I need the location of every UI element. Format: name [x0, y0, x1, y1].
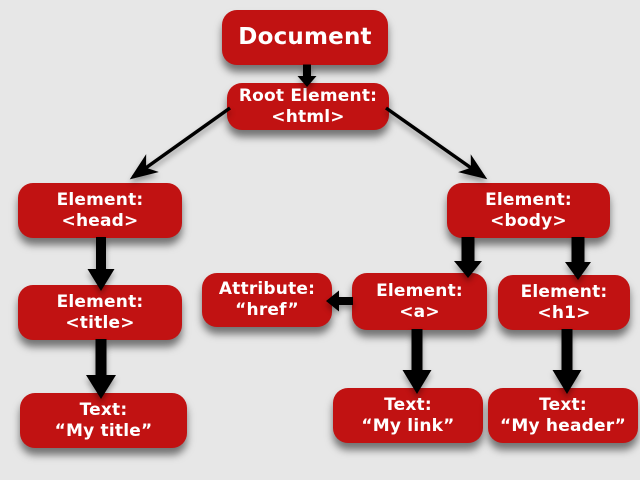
arrow-h1-to-text-header [552, 329, 582, 394]
node-label-line2: “href” [235, 300, 299, 320]
node-label-line2: “My link” [361, 415, 455, 436]
node-document: Document [222, 10, 388, 65]
node-text-my-title: Text: “My title” [20, 393, 187, 448]
node-root-element-html: Root Element: <html> [227, 83, 389, 130]
node-element-head: Element: <head> [18, 183, 182, 238]
node-label: Document [238, 24, 372, 50]
node-label-line1: Element: [485, 189, 572, 210]
arrow-a-to-text-link [402, 329, 432, 394]
node-element-h1: Element: <h1> [498, 275, 630, 330]
node-label-line2: <title> [65, 312, 135, 333]
node-label-line2: <a> [399, 301, 440, 322]
node-element-body: Element: <body> [447, 183, 610, 238]
arrow-body-to-h1 [565, 237, 591, 280]
node-label-line2: “My header” [500, 415, 626, 436]
arrow-body-to-a [454, 237, 482, 278]
node-label-line2: <body> [490, 210, 567, 231]
node-label-line1: Text: [384, 394, 432, 415]
node-label-line1: Attribute: [218, 279, 316, 299]
node-label-line2: “My title” [54, 420, 153, 441]
node-label-line1: Element: [520, 281, 608, 302]
node-label-line1: Element: [56, 291, 144, 312]
node-label-line2: <html> [271, 106, 345, 127]
arrow-title-to-text-title [86, 339, 116, 399]
arrow-root-to-head [129, 106, 232, 180]
node-label-line1: Element: [56, 189, 144, 210]
node-attribute-href: Attribute: “href” [202, 273, 332, 327]
arrow-root-to-body [384, 106, 488, 180]
node-label-line1: Text: [539, 394, 587, 415]
node-label-line2: <h1> [537, 302, 591, 323]
node-text-my-link: Text: “My link” [333, 388, 483, 443]
node-label-line1: Root Element: [238, 85, 378, 106]
node-element-a: Element: <a> [352, 273, 487, 330]
node-element-title: Element: <title> [18, 285, 182, 340]
node-label-line1: Text: [79, 399, 128, 420]
node-text-my-header: Text: “My header” [488, 388, 638, 443]
arrow-head-to-title [87, 237, 115, 291]
node-label-line1: Element: [376, 280, 463, 301]
node-label-line2: <head> [61, 210, 139, 231]
